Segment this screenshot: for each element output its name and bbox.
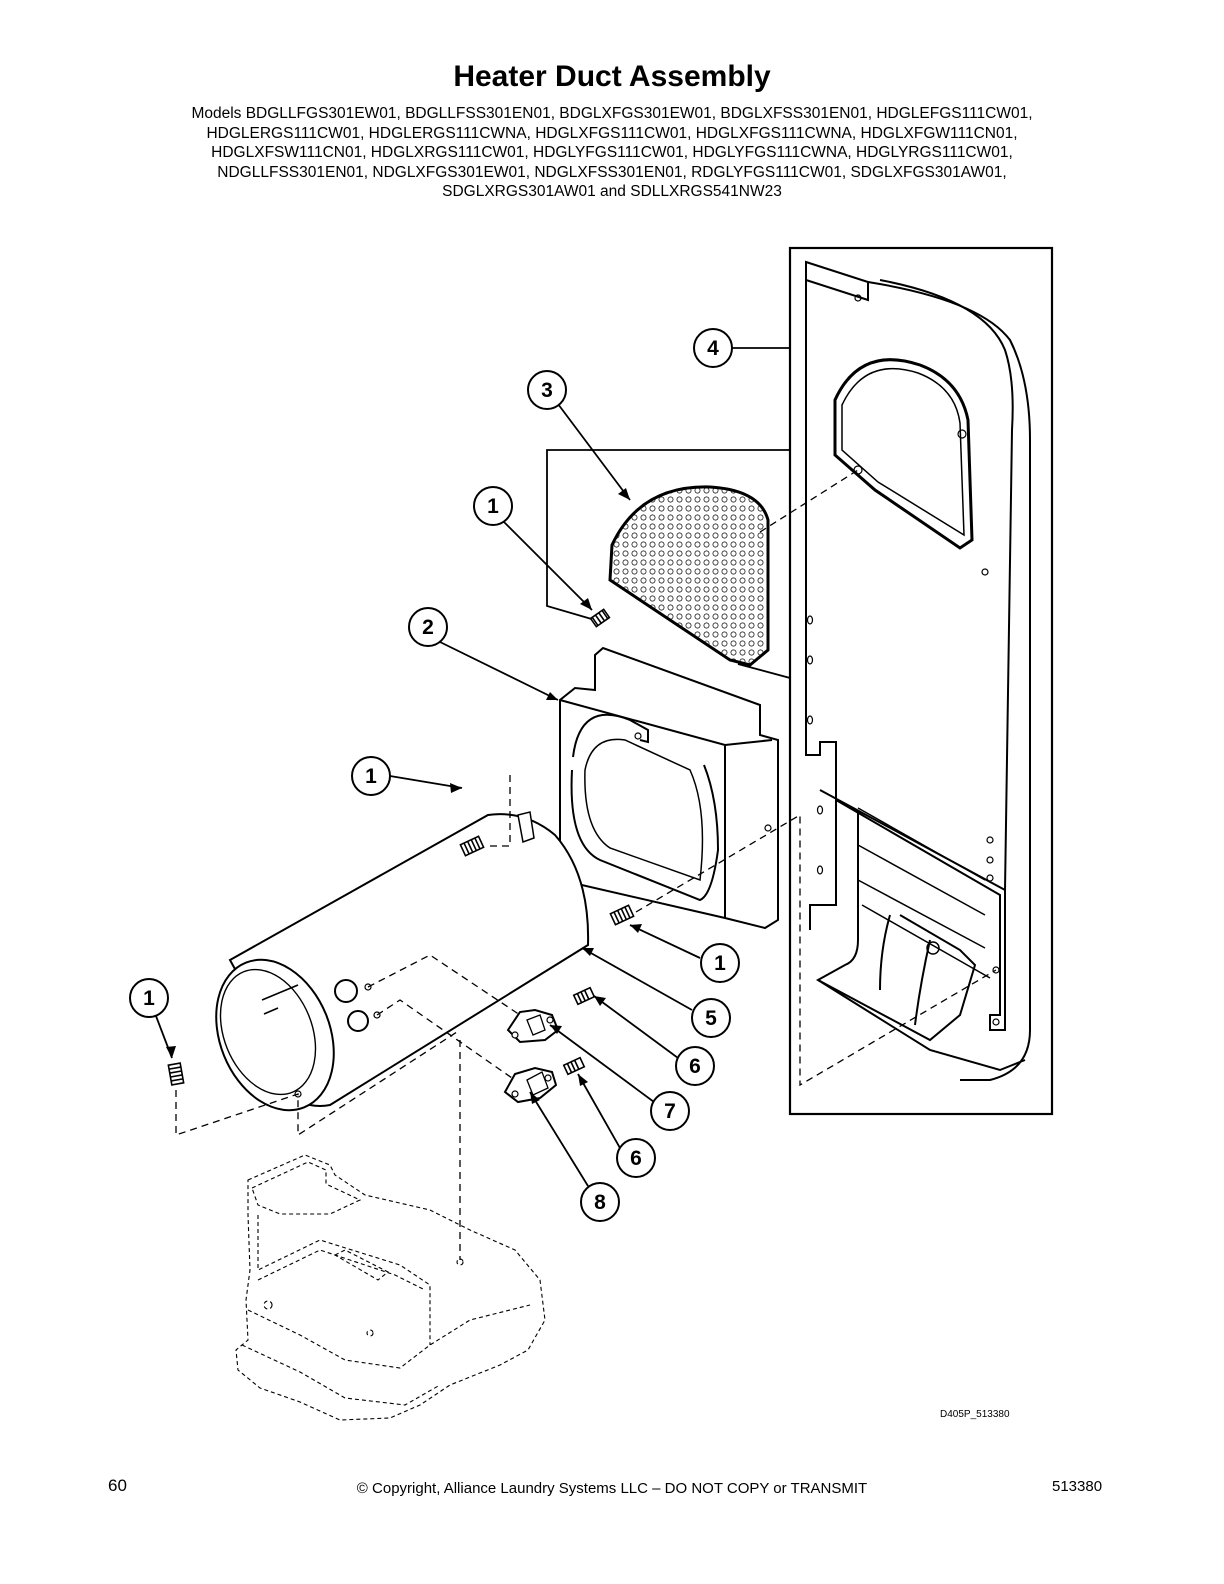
screw-flange-top xyxy=(459,835,485,857)
model-line: SDGLXRGS301AW01 and SDLLXRGS541NW23 xyxy=(442,183,782,200)
callout-part-1: 1 xyxy=(700,943,740,983)
callout-part-5: 5 xyxy=(691,998,731,1038)
model-line: NDGLLFSS301EN01, NDGLXFGS301EW01, NDGLXF… xyxy=(217,163,1007,181)
callout-label: 7 xyxy=(664,1100,676,1123)
callout-label: 8 xyxy=(594,1191,606,1214)
callout-label: 4 xyxy=(707,337,719,360)
document-number: 513380 xyxy=(1052,1478,1103,1495)
model-list: Models BDGLLFGS301EW01, BDGLLFSS301EN01,… xyxy=(100,104,1124,202)
page-number: 60 xyxy=(108,1476,127,1495)
screw-thermostat-7 xyxy=(572,986,596,1006)
callout-part-8: 8 xyxy=(580,1182,620,1222)
phantom-base xyxy=(235,1154,546,1421)
screw-tube xyxy=(167,1062,185,1086)
grille-frame-lines xyxy=(546,449,791,700)
heater-box-panel xyxy=(788,246,1054,1116)
callout-part-4: 4 xyxy=(693,328,733,368)
heater-tube xyxy=(215,811,590,1112)
page-title: Heater Duct Assembly xyxy=(453,60,771,93)
screw-flange-bottom xyxy=(609,904,635,926)
callout-part-7: 7 xyxy=(650,1091,690,1131)
screws xyxy=(167,608,635,1086)
thermostat-7 xyxy=(506,1008,560,1044)
callout-label: 5 xyxy=(705,1007,717,1030)
duct-flange xyxy=(559,646,779,930)
callout-part-6: 6 xyxy=(616,1138,656,1178)
screw-thermostat-8 xyxy=(562,1056,586,1076)
model-line: Models BDGLLFGS301EW01, BDGLLFSS301EN01,… xyxy=(191,105,1033,122)
model-line: HDGLXFSW111CN01, HDGLXRGS111CW01, HDGLYF… xyxy=(211,144,1013,161)
callout-part-1: 1 xyxy=(351,756,391,796)
copyright-notice: © Copyright, Alliance Laundry Systems LL… xyxy=(356,1480,868,1497)
callout-label: 1 xyxy=(143,987,155,1010)
model-line: HDGLERGS111CW01, HDGLERGS111CWNA, HDGLXF… xyxy=(206,124,1018,142)
figure-id: D405P_513380 xyxy=(940,1409,1010,1420)
callout-part-1: 1 xyxy=(129,978,169,1018)
callout-part-6: 6 xyxy=(675,1046,715,1086)
callout-part-3: 3 xyxy=(527,370,567,410)
callout-label: 6 xyxy=(630,1147,642,1170)
callout-label: 3 xyxy=(541,379,553,402)
callout-label: 1 xyxy=(714,952,726,975)
callout-part-2: 2 xyxy=(408,607,448,647)
thermostat-8 xyxy=(503,1066,558,1104)
leader-arrowheads xyxy=(166,488,642,1104)
leader-lines xyxy=(155,347,790,1187)
screw-grille xyxy=(589,608,611,628)
grille-screen xyxy=(608,485,770,667)
callout-balloons: 4 3 1 2 1 1 5 1 6 7 6 8 xyxy=(129,328,740,1222)
callout-label: 2 xyxy=(422,616,434,639)
callout-part-1: 1 xyxy=(473,486,513,526)
callout-label: 1 xyxy=(365,765,377,788)
callout-label: 6 xyxy=(689,1055,701,1078)
assembly-lines xyxy=(175,469,997,1260)
callout-label: 1 xyxy=(487,495,499,518)
